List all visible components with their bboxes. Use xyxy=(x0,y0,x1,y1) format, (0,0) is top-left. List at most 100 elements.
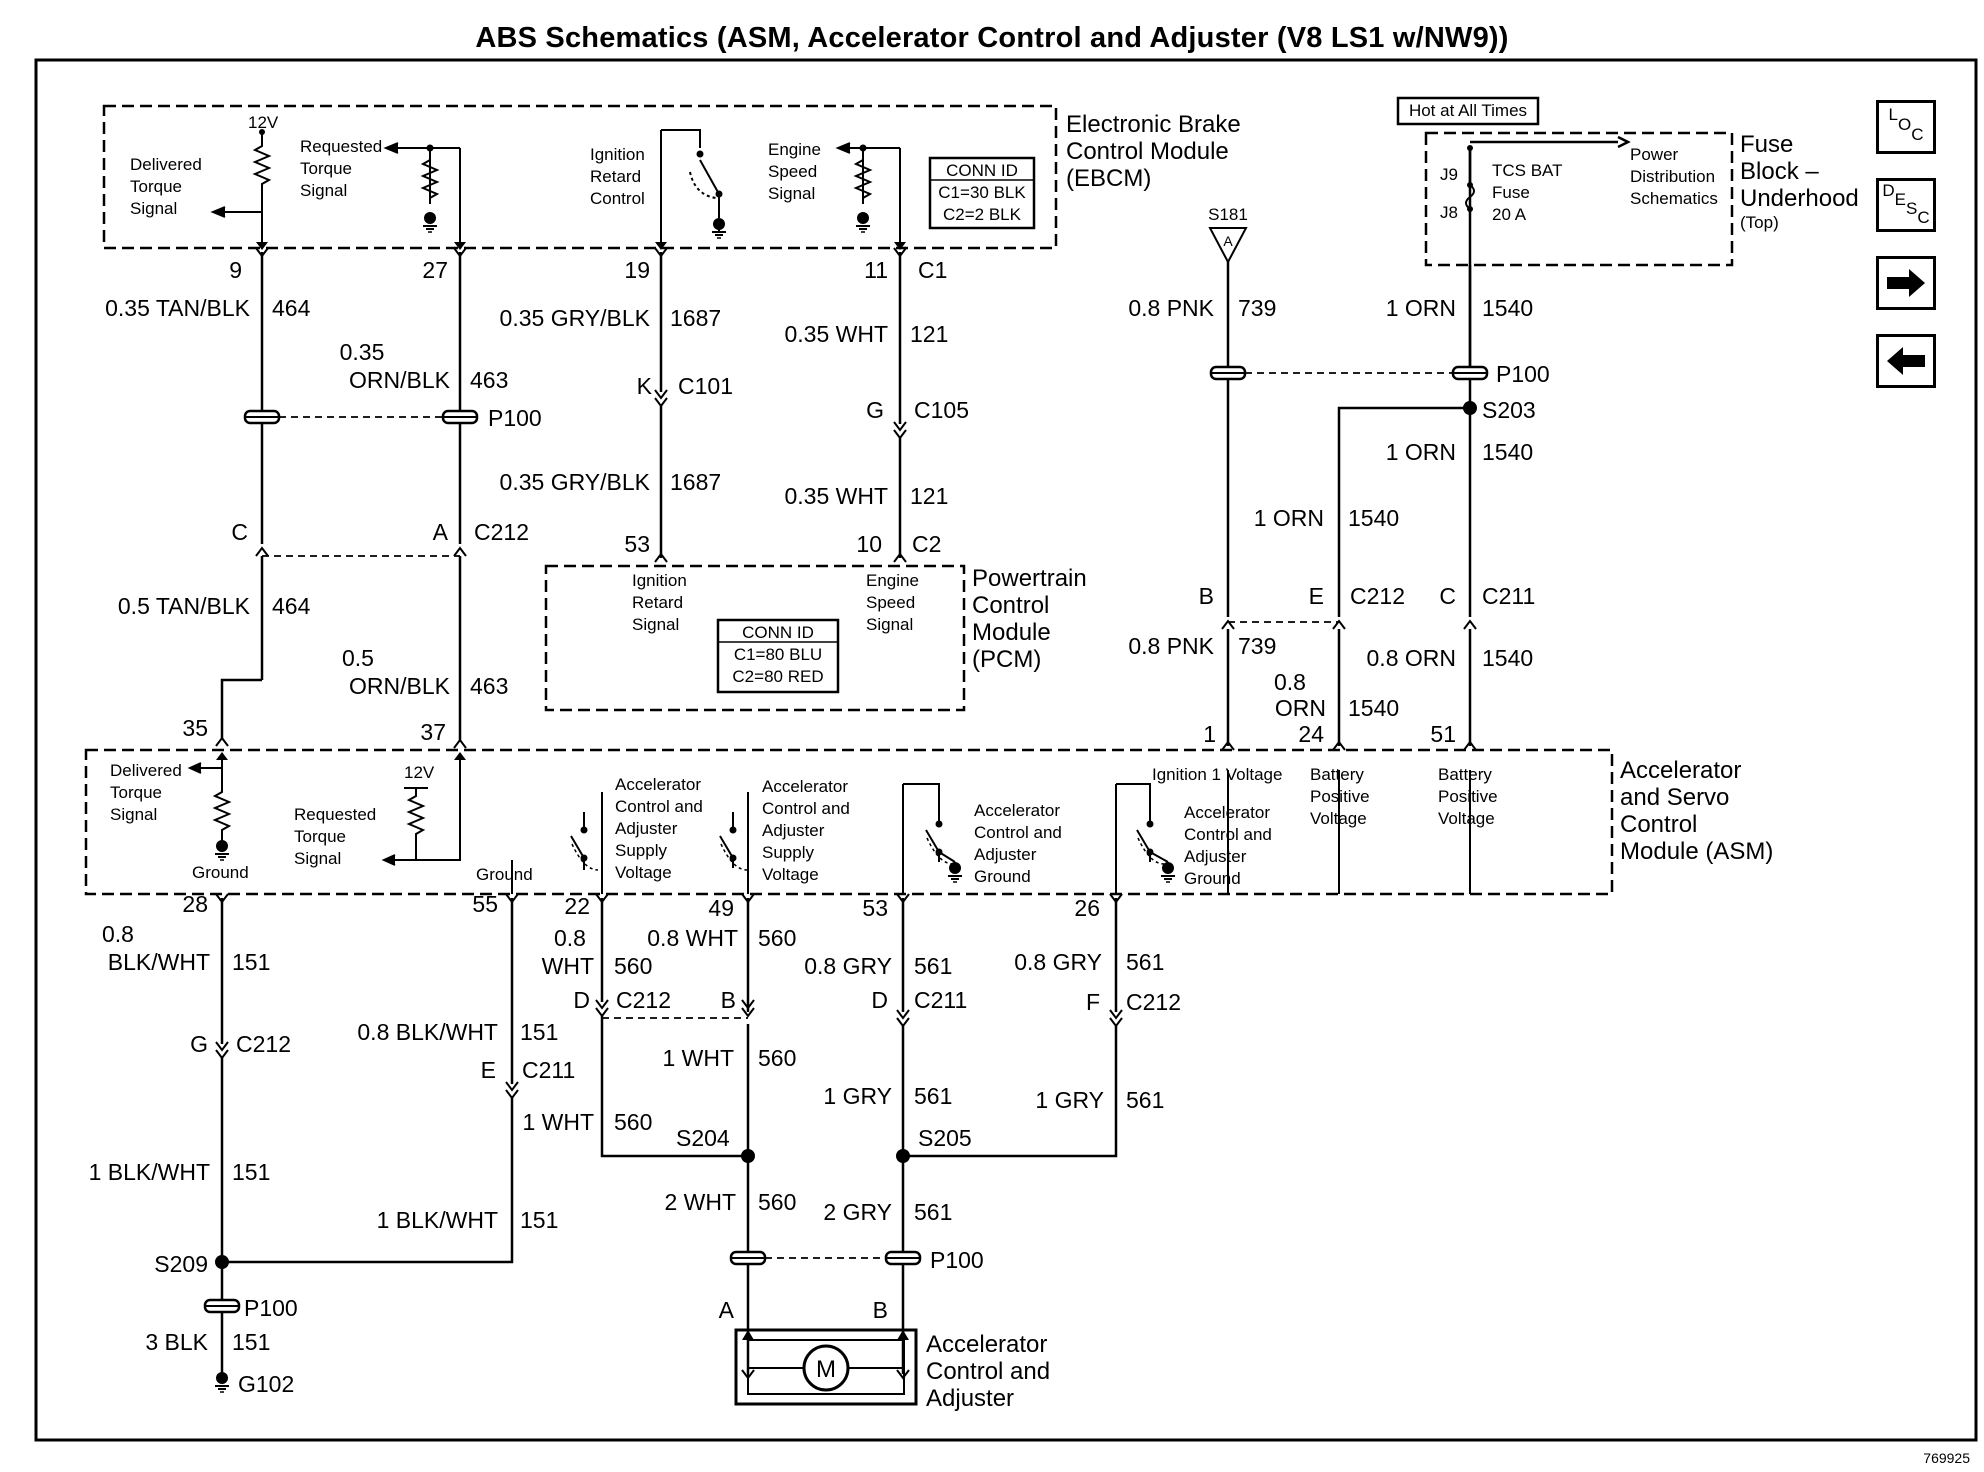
description-button[interactable]: D E S C xyxy=(1876,178,1936,232)
wire-circuit: 464 xyxy=(272,593,311,619)
wire-gauge: 0.35 GRY/BLK xyxy=(500,469,651,495)
connector-pin: A xyxy=(433,519,449,545)
connector-pin: F xyxy=(1086,989,1100,1015)
asm-12v-label: 12V xyxy=(404,763,435,782)
wire-gauge: 0.8 GRY xyxy=(804,953,892,979)
wire-gauge: 0.35 xyxy=(340,339,385,365)
connector-pin: B xyxy=(721,987,736,1013)
splice-label: S203 xyxy=(1482,397,1536,423)
wire-circuit: 121 xyxy=(910,483,948,509)
connector-label: P100 xyxy=(930,1247,984,1273)
wire-gauge: 1 GRY xyxy=(823,1083,892,1109)
figure-id: 769925 xyxy=(1923,1450,1970,1466)
ground-icon xyxy=(214,839,230,861)
connector-pin: G xyxy=(866,397,884,423)
wire-gauge: 1 WHT xyxy=(522,1109,594,1135)
previous-page-button[interactable] xyxy=(1876,334,1936,388)
ebcm-module-box xyxy=(102,104,1058,250)
pin-label: 9 xyxy=(229,257,242,283)
nav-letter: S xyxy=(1906,199,1918,218)
motor-pin-b: B xyxy=(873,1297,888,1323)
asm-requested-resistor xyxy=(408,789,424,841)
asm-ground-switch-2 xyxy=(1136,805,1165,865)
pin-label: 28 xyxy=(182,891,208,917)
asm-module-box xyxy=(84,748,1614,896)
wire-gauge: WHT xyxy=(542,953,594,979)
wire-gauge: 0.35 WHT xyxy=(784,483,888,509)
s203-splice xyxy=(1463,401,1477,415)
asm-ground-label-2: Ground xyxy=(476,865,533,884)
pin-label: 49 xyxy=(708,895,734,921)
ground-icon xyxy=(855,211,871,233)
wire-circuit: 560 xyxy=(758,925,796,951)
wire-gauge: ORN/BLK xyxy=(349,673,451,699)
wire-gauge: 1 WHT xyxy=(662,1045,734,1071)
p100-connector-icon xyxy=(203,1298,241,1314)
pin-label: 1 xyxy=(1203,721,1216,747)
connector-label: P100 xyxy=(488,405,542,431)
dashed-links xyxy=(262,372,1453,1259)
asm-ground-switch-1 xyxy=(925,805,954,865)
wire-circuit: 561 xyxy=(1126,949,1164,975)
wire-circuit: 1540 xyxy=(1482,645,1533,671)
wire-gauge: 1 ORN xyxy=(1254,505,1324,531)
p100-connector-icon xyxy=(243,409,281,425)
wire-gauge: 0.8 PNK xyxy=(1128,633,1214,659)
wire-gauge: 0.35 WHT xyxy=(784,321,888,347)
wire-circuit: 1540 xyxy=(1348,695,1399,721)
wire-gauge: 2 GRY xyxy=(823,1199,892,1225)
splice-label: S209 xyxy=(154,1251,208,1277)
next-page-button[interactable] xyxy=(1876,256,1936,310)
nav-letter: C xyxy=(1911,125,1924,144)
wire-gauge: 0.8 xyxy=(1274,669,1306,695)
fuse-j8: J8 xyxy=(1440,203,1458,222)
arrow-left-icon xyxy=(1887,347,1925,375)
connector-pin: K xyxy=(637,373,653,399)
nav-letter: E xyxy=(1894,190,1906,209)
conn-label: C2 xyxy=(912,531,941,557)
connector-pin: D xyxy=(573,987,590,1013)
s205-splice xyxy=(896,1149,910,1163)
pin-label: 53 xyxy=(624,531,650,557)
wire-gauge: 0.8 WHT xyxy=(647,925,738,951)
asm-ign1-label: Ignition 1 Voltage xyxy=(1152,765,1282,784)
wire-gauge: 0.35 TAN/BLK xyxy=(105,295,251,321)
wire-circuit: 1540 xyxy=(1348,505,1399,531)
location-button[interactable]: L O C xyxy=(1876,100,1936,154)
fuse-icon xyxy=(1465,184,1475,210)
wire-gauge: 1 ORN xyxy=(1386,295,1456,321)
wire-circuit: 121 xyxy=(910,321,948,347)
wire-gauge: 0.5 xyxy=(342,645,374,671)
connector-label: C212 xyxy=(236,1031,291,1057)
s181-pin: A xyxy=(1223,233,1233,249)
g102-ground-icon xyxy=(214,1371,230,1393)
asm-supply-switch-1 xyxy=(570,811,599,871)
asm-ground-label-1: Ground xyxy=(192,863,249,882)
wire-gauge: 3 BLK xyxy=(145,1329,208,1355)
asm-supply-switch-2 xyxy=(719,811,748,871)
p100-connector-icon xyxy=(729,1250,767,1266)
p100-connector-icon xyxy=(1209,365,1247,381)
wire-circuit: 739 xyxy=(1238,633,1276,659)
nav-letter: O xyxy=(1897,115,1912,134)
nav-letter: D xyxy=(1882,181,1895,200)
wire-gauge: 2 WHT xyxy=(664,1189,736,1215)
wire-circuit: 151 xyxy=(520,1019,558,1045)
pin-label: 35 xyxy=(182,715,208,741)
pin-label: 10 xyxy=(856,531,882,557)
pin-label: 51 xyxy=(1430,721,1456,747)
